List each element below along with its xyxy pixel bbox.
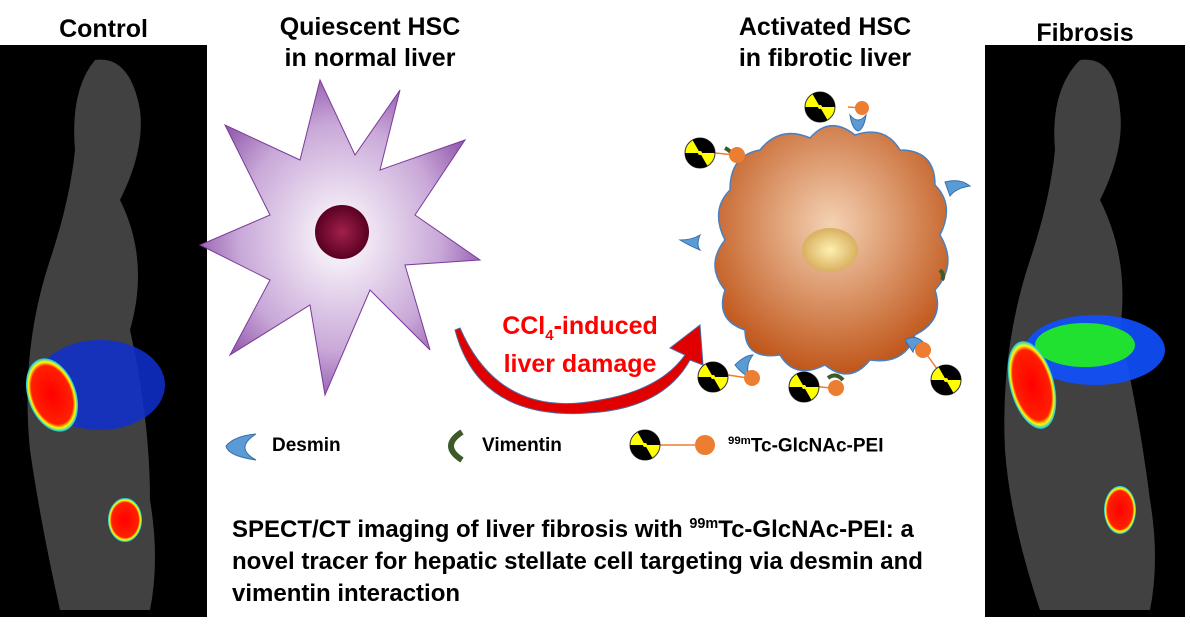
radioactive-icon xyxy=(800,87,840,128)
control-mouse-image xyxy=(0,45,207,617)
fibrosis-label: Fibrosis xyxy=(1036,19,1134,47)
tracer-icon xyxy=(625,425,715,466)
caption: SPECT/CT imaging of liver fibrosis with … xyxy=(232,516,923,607)
activated-hsc-cell xyxy=(678,87,972,408)
ccl4-label: CCl4-induced liver damage xyxy=(502,312,658,378)
activated-title: Activated HSC in fibrotic liver xyxy=(738,13,912,72)
legend-vimentin: Vimentin xyxy=(482,435,562,456)
fibrosis-mouse-image xyxy=(985,45,1185,617)
radioactive-icon xyxy=(784,367,824,408)
desmin-icon xyxy=(225,433,257,461)
quiescent-hsc-cell xyxy=(198,78,482,397)
legend-tracer: 99mTc-GlcNAc-PEI xyxy=(728,435,884,457)
control-label: Control xyxy=(59,15,148,43)
radioactive-icon xyxy=(926,360,966,401)
vimentin-icon xyxy=(448,429,464,463)
legend-desmin: Desmin xyxy=(272,435,341,456)
quiescent-title: Quiescent HSC in normal liver xyxy=(279,13,461,72)
radioactive-icon xyxy=(680,133,720,174)
ccl4-arrow xyxy=(454,324,704,415)
